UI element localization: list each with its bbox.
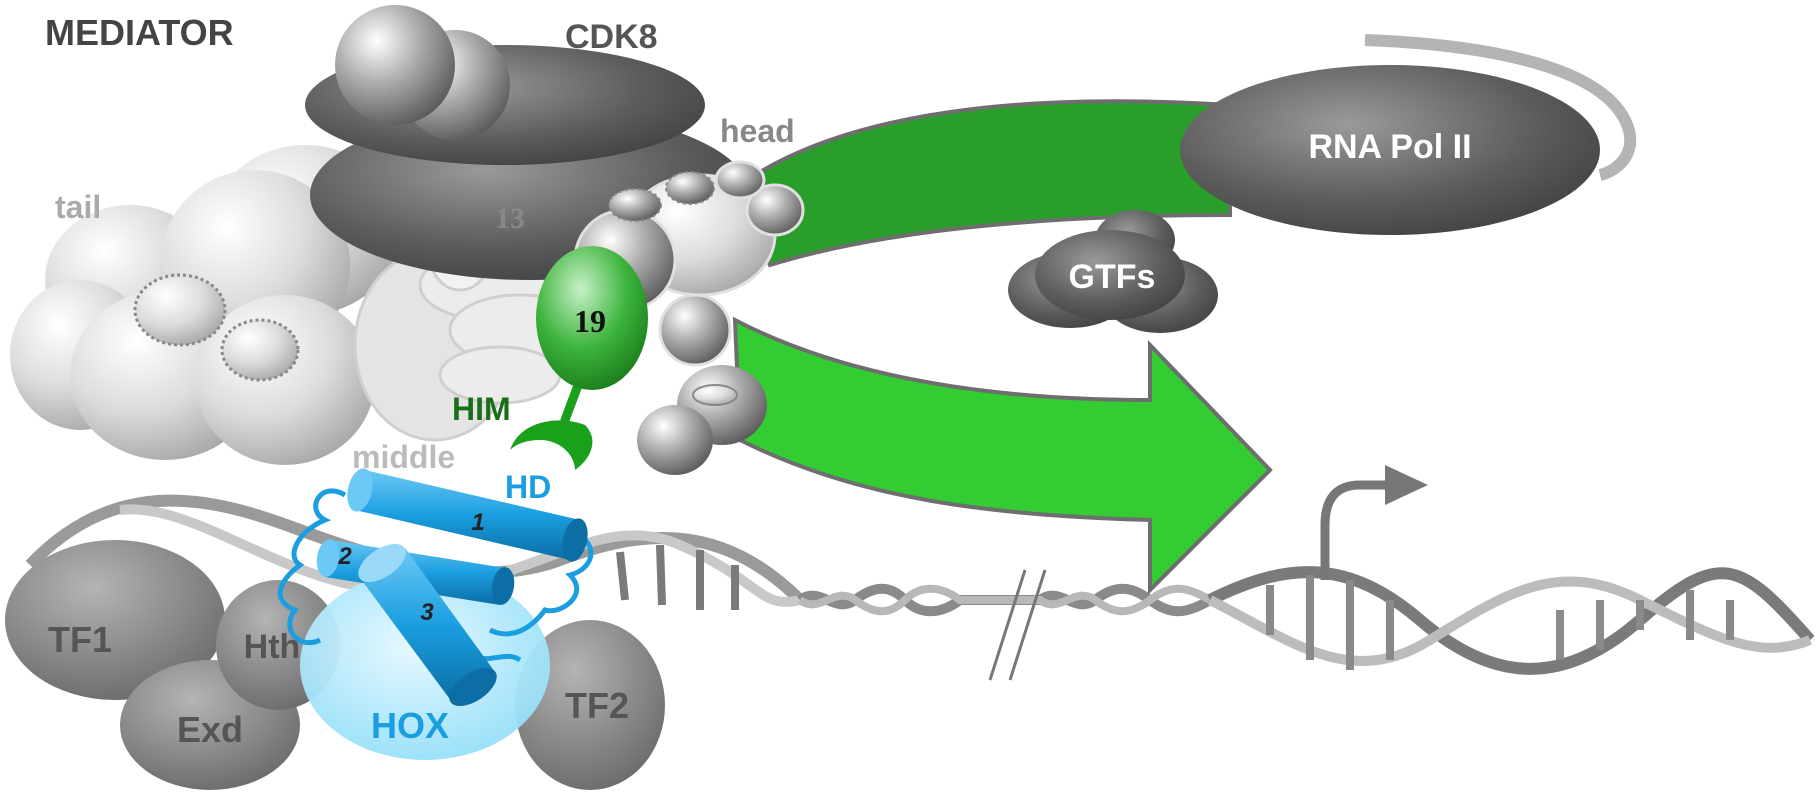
- mediator-title: MEDIATOR: [45, 12, 234, 53]
- tf2-label: TF2: [565, 685, 629, 726]
- activation-arrow-lower: [732, 316, 1273, 595]
- tf1-protein: TF1: [5, 540, 225, 700]
- rna-pol-ii-label: RNA Pol II: [1308, 128, 1471, 166]
- tail-label: tail: [55, 189, 101, 225]
- helix-2-label: 2: [337, 543, 352, 570]
- gtfs-label: GTFs: [1069, 258, 1156, 296]
- gtfs-complex: GTFs: [1008, 210, 1218, 333]
- tf2-protein: TF2: [515, 620, 665, 790]
- helix-1: 1: [347, 468, 588, 562]
- med19-label: 19: [574, 303, 606, 339]
- cdk8-label: CDK8: [565, 18, 658, 56]
- tf1-label: TF1: [48, 619, 112, 660]
- hox-label: HOX: [371, 705, 449, 746]
- helix-3: 3: [358, 543, 497, 707]
- med13-label: 13: [495, 202, 525, 235]
- helix-3-label: 3: [420, 599, 434, 626]
- exd-label: Exd: [177, 709, 243, 750]
- middle-label: middle: [352, 439, 455, 475]
- helix-1-label: 1: [471, 509, 484, 536]
- transcription-start-arrow: [1320, 465, 1428, 580]
- him-domain: [510, 420, 593, 470]
- homeodomain: 1 2 3: [277, 468, 594, 707]
- head-label: head: [720, 113, 795, 149]
- rna-pol-ii: RNA Pol II: [1180, 34, 1637, 235]
- hd-label: HD: [505, 469, 551, 505]
- med19-subunit: 19: [536, 246, 648, 425]
- him-label: HIM: [452, 391, 511, 427]
